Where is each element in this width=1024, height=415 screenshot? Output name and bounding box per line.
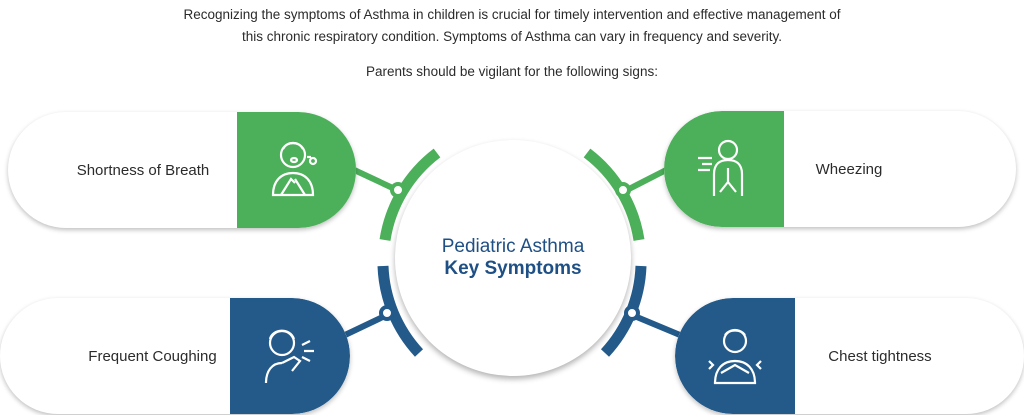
symptom-label: Shortness of Breath xyxy=(76,161,210,179)
symptom-card-shortness-of-breath: Shortness of Breath xyxy=(8,112,356,228)
lungs-wheezing-icon xyxy=(664,111,784,227)
intro-text: Recognizing the symptoms of Asthma in ch… xyxy=(0,4,1024,48)
symptom-card-chest-tightness: Chest tightness xyxy=(675,298,1024,414)
intro-line-1: Recognizing the symptoms of Asthma in ch… xyxy=(183,7,841,22)
chest-tightness-icon xyxy=(675,298,795,414)
symptom-card-frequent-coughing: Frequent Coughing xyxy=(0,298,350,414)
connector-bottom-right xyxy=(630,312,682,338)
child-coughing-icon xyxy=(230,298,350,414)
connector-top-right xyxy=(625,165,672,193)
node-top-left xyxy=(390,182,406,198)
node-top-right xyxy=(615,182,631,198)
node-bottom-right xyxy=(624,305,640,321)
node-bottom-left xyxy=(379,305,395,321)
intro-line-2: this chronic respiratory condition. Symp… xyxy=(242,29,782,44)
connector-top-left xyxy=(348,165,399,193)
symptom-label: Chest tightness xyxy=(828,347,932,365)
symptom-label: Wheezing xyxy=(815,160,883,178)
subheading: Parents should be vigilant for the follo… xyxy=(366,64,658,79)
center-title: Pediatric Asthma xyxy=(441,236,585,257)
child-breathless-icon xyxy=(237,112,356,228)
center-subtitle: Key Symptoms xyxy=(444,258,582,279)
symptom-card-wheezing: Wheezing xyxy=(664,111,1016,227)
center-title-circle: Pediatric Asthma Key Symptoms xyxy=(395,140,631,376)
connector-bottom-left xyxy=(343,312,389,338)
symptom-label: Frequent Coughing xyxy=(88,347,217,365)
